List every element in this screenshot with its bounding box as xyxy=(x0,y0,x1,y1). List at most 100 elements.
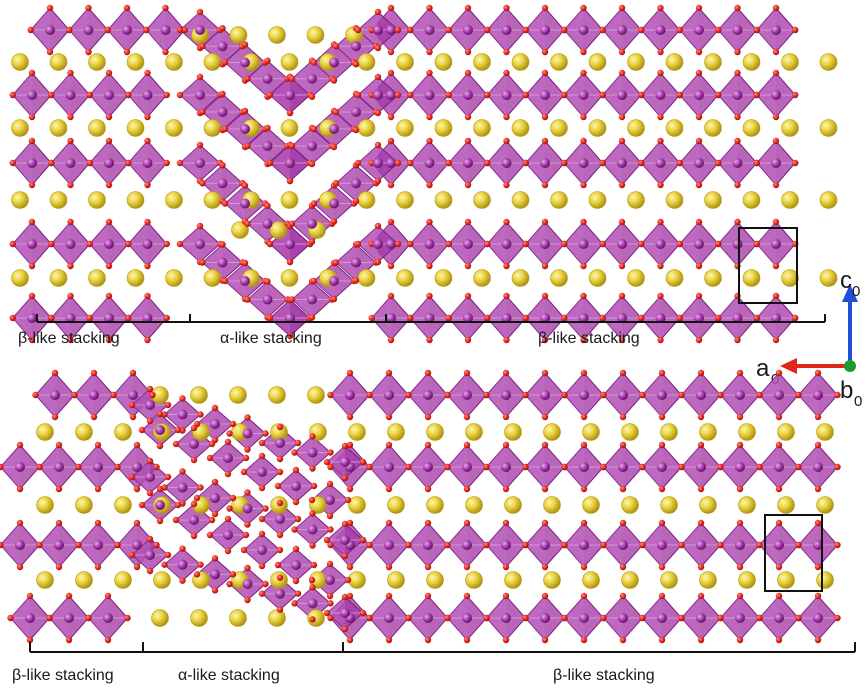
oxygen-atom xyxy=(327,600,334,607)
oxygen-atom xyxy=(28,113,36,121)
oxygen-atom xyxy=(734,48,741,56)
metal-atom xyxy=(155,500,165,510)
oxygen-atom xyxy=(522,91,529,99)
oxygen-atom xyxy=(55,441,63,449)
cation-atom xyxy=(203,269,222,287)
oxygen-atom xyxy=(541,48,549,56)
oxygen-atom xyxy=(618,336,626,344)
oxygen-atom xyxy=(618,292,626,300)
oxygen-atom xyxy=(133,441,141,449)
oxygen-atom xyxy=(85,48,92,56)
oxygen-atom xyxy=(503,262,510,270)
oxygen-atom xyxy=(341,625,349,633)
oxygen-atom xyxy=(199,180,206,187)
oxygen-atom xyxy=(445,240,452,248)
oxygen-atom xyxy=(522,240,529,248)
oxygen-atom xyxy=(387,113,395,121)
oxygen-atom xyxy=(310,277,318,285)
metal-atom xyxy=(329,198,339,209)
cation-atom xyxy=(165,191,183,209)
oxygen-atom xyxy=(310,561,318,569)
metal-atom xyxy=(463,158,473,168)
oxygen-atom xyxy=(657,181,664,189)
cation-atom xyxy=(306,26,325,44)
oxygen-atom xyxy=(190,500,198,508)
metal-atom xyxy=(732,158,743,168)
cation-atom xyxy=(819,191,838,209)
cation-atom xyxy=(190,386,208,404)
oxygen-atom xyxy=(522,159,529,167)
metal-atom xyxy=(655,25,666,35)
oxygen-atom xyxy=(244,75,251,82)
metal-atom xyxy=(128,390,138,400)
region-label-alpha: α-like stacking xyxy=(220,330,322,347)
oxygen-atom xyxy=(174,501,182,509)
oxygen-atom xyxy=(176,240,184,248)
oxygen-atom xyxy=(193,571,201,578)
oxygen-atom xyxy=(814,563,822,571)
metal-atom xyxy=(345,390,355,400)
oxygen-atom xyxy=(600,463,607,471)
oxygen-atom xyxy=(717,541,724,549)
oxygen-atom xyxy=(619,519,627,527)
oxygen-atom xyxy=(346,592,354,600)
oxygen-atom xyxy=(242,454,250,462)
oxygen-atom xyxy=(697,519,705,527)
oxygen-atom xyxy=(104,636,112,644)
oxygen-atom xyxy=(323,536,331,544)
oxygen-atom xyxy=(244,296,251,303)
oxygen-atom xyxy=(48,240,55,248)
cation-atom xyxy=(665,191,684,209)
cation-atom xyxy=(665,269,684,287)
metal-atom xyxy=(423,390,433,400)
oxygen-atom xyxy=(67,218,74,226)
metal-atom xyxy=(54,462,64,472)
oxygen-atom xyxy=(241,182,249,189)
cation-atom xyxy=(742,53,761,71)
oxygen-atom xyxy=(697,441,705,449)
oxygen-atom xyxy=(756,391,763,399)
oxygen-atom xyxy=(657,69,664,77)
oxygen-atom xyxy=(114,541,121,549)
metal-atom xyxy=(177,409,188,420)
oxygen-atom xyxy=(484,314,491,322)
octahedra-layer xyxy=(12,7,796,341)
cation-atom xyxy=(11,191,29,209)
metal-atom xyxy=(386,90,396,100)
oxygen-atom xyxy=(387,4,395,12)
metal-atom xyxy=(285,90,295,100)
oxygen-atom xyxy=(224,515,232,523)
oxygen-atom xyxy=(196,141,204,149)
metal-atom xyxy=(291,481,301,491)
oxygen-atom xyxy=(211,587,219,594)
oxygen-atom xyxy=(405,541,412,549)
metal-atom xyxy=(275,514,285,524)
metal-atom xyxy=(655,313,666,323)
cation-atom xyxy=(126,53,145,71)
oxygen-atom xyxy=(834,541,841,549)
oxygen-atom xyxy=(736,519,744,527)
oxygen-atom xyxy=(86,314,93,322)
oxygen-atom xyxy=(387,181,395,189)
oxygen-atom xyxy=(814,592,822,600)
metal-atom xyxy=(27,158,37,168)
oxygen-atom xyxy=(814,413,822,421)
oxygen-atom xyxy=(288,296,296,303)
metal-atom xyxy=(424,313,435,323)
oxygen-atom xyxy=(219,162,226,169)
oxygen-atom xyxy=(133,485,141,493)
oxygen-atom xyxy=(94,485,102,493)
oxygen-atom xyxy=(0,463,4,471)
oxygen-atom xyxy=(224,470,232,478)
oxygen-atom xyxy=(834,463,841,471)
oxygen-atom xyxy=(264,278,271,285)
a-axis-label: a xyxy=(756,355,770,382)
oxygen-atom xyxy=(90,369,98,377)
metal-atom xyxy=(423,540,433,550)
oxygen-atom xyxy=(292,577,300,585)
oxygen-atom xyxy=(46,4,54,12)
oxygen-atom xyxy=(541,292,549,300)
oxygen-atom xyxy=(405,391,412,399)
oxygen-atom xyxy=(387,292,395,300)
oxygen-atom xyxy=(424,413,432,421)
